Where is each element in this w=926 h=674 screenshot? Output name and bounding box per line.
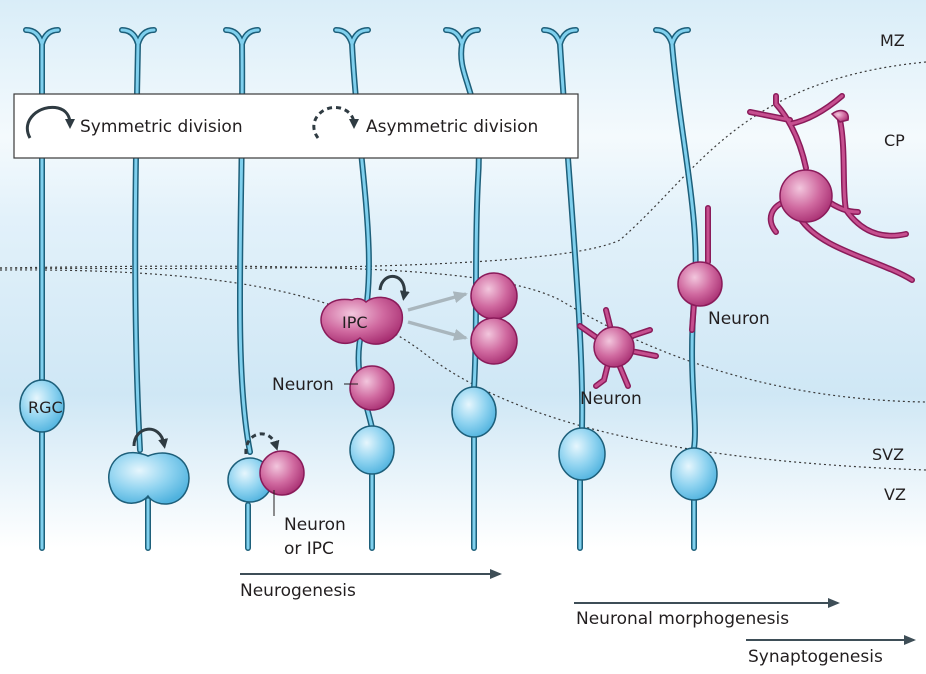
mature-neuron bbox=[747, 93, 915, 283]
label-neuron-b: Neuron bbox=[580, 389, 642, 409]
label-neuron-or-ipc-1: Neuron bbox=[284, 515, 346, 535]
legend: Symmetric division Asymmetric division bbox=[13, 93, 579, 159]
neuron-cell bbox=[470, 272, 518, 320]
label-neuronal-morphogenesis: Neuronal morphogenesis bbox=[576, 609, 789, 629]
label-neuron-or-ipc-2: or IPC bbox=[284, 539, 334, 559]
label-synaptogenesis: Synaptogenesis bbox=[748, 647, 883, 667]
progenitor-cell bbox=[670, 447, 718, 501]
progenitor-cell bbox=[558, 427, 606, 481]
label-rgc: RGC bbox=[28, 398, 63, 417]
label-neurogenesis: Neurogenesis bbox=[240, 581, 356, 601]
symmetric-legend-label: Symmetric division bbox=[80, 117, 243, 137]
symmetric-division-arrow bbox=[132, 427, 169, 449]
asymmetric-legend-label: Asymmetric division bbox=[366, 117, 538, 137]
legend-box bbox=[13, 93, 579, 159]
ipc-division-arrow bbox=[378, 274, 410, 301]
rgc-cell bbox=[19, 379, 65, 433]
bipolar-neuron bbox=[677, 205, 723, 333]
zone-label-svz: SVZ bbox=[872, 445, 904, 464]
ipc-cell bbox=[320, 296, 403, 345]
label-neuron-c: Neuron bbox=[708, 309, 770, 329]
neuron-cell bbox=[349, 365, 395, 411]
label-neuron-a: Neuron bbox=[272, 375, 334, 395]
migrating-neuron bbox=[577, 307, 659, 389]
dividing-rgc bbox=[108, 451, 190, 505]
neuron-cell bbox=[470, 317, 518, 365]
radial-glia-3 bbox=[223, 27, 305, 551]
progenitor-cell bbox=[349, 425, 395, 475]
zone-label-vz: VZ bbox=[884, 485, 906, 504]
ipc-to-neuron-arrow-lower bbox=[407, 320, 468, 341]
radial-glia-5 bbox=[443, 27, 518, 551]
label-ipc: IPC bbox=[342, 313, 368, 332]
zone-label-cp: CP bbox=[884, 131, 905, 150]
ipc-to-neuron-arrow-upper bbox=[407, 291, 468, 312]
daughter-cell bbox=[259, 450, 305, 496]
symmetric-legend-icon bbox=[25, 105, 75, 139]
radial-glia-7 bbox=[653, 27, 718, 551]
zone-label-mz: MZ bbox=[880, 31, 905, 50]
asymmetric-legend-icon bbox=[312, 105, 359, 139]
radial-glia-2 bbox=[108, 27, 190, 551]
progenitor-cell bbox=[451, 386, 497, 438]
